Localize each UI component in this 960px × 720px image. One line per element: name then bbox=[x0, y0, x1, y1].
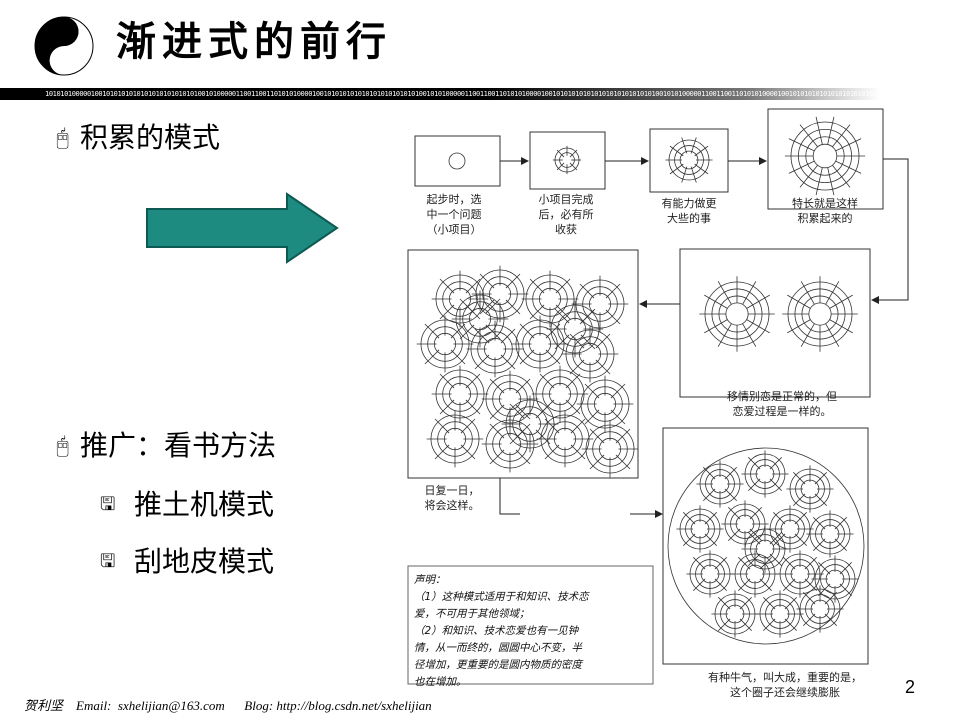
binary-strip-text: 1010101000001001010101010101010101010101… bbox=[45, 88, 907, 100]
bullet-generalize: 🖰推广：看书方法 bbox=[56, 432, 276, 460]
logo-digit-bottom: 1 bbox=[58, 55, 65, 68]
bullet-text: 推广：看书方法 bbox=[80, 430, 276, 461]
caption-expertise: 特长就是这样 积累起来的 bbox=[770, 196, 880, 226]
page-number: 2 bbox=[905, 677, 915, 698]
right-arrow-icon bbox=[145, 192, 340, 268]
mouse-icon: 🖰 bbox=[56, 127, 80, 149]
caption-start: 起步时，选 中一个问题 （小项目） bbox=[414, 192, 494, 237]
binary-strip: 1010101000001001010101010101010101010101… bbox=[0, 88, 960, 100]
declaration-note: 声明： （1）这种模式适用于和知识、技术恋 爱，不可用于其他领域； （2）和知识… bbox=[414, 572, 654, 691]
sub-bullet-text: 刮地皮模式 bbox=[134, 546, 274, 577]
yin-yang-logo: 0 1 bbox=[33, 15, 95, 77]
bullet-text: 积累的模式 bbox=[80, 122, 220, 153]
sub-bullet-bulldozer: 🖫推土机模式 bbox=[100, 491, 274, 519]
slide-title: 渐进式的前行 bbox=[116, 22, 392, 62]
sub-bullet-scraping: 🖫刮地皮模式 bbox=[100, 548, 274, 576]
save-disk-icon: 🖫 bbox=[100, 552, 134, 570]
sub-bullet-text: 推土机模式 bbox=[134, 489, 274, 520]
mouse-icon: 🖰 bbox=[56, 435, 80, 457]
caption-switching: 移情别恋是正常的，但 恋爱过程是一样的。 bbox=[692, 389, 872, 419]
logo-digit-top: 0 bbox=[60, 27, 67, 40]
caption-greatness: 有种牛气，叫大成，重要的是， 这个圈子还会继续膨胀 bbox=[690, 670, 880, 700]
caption-small-project: 小项目完成 后，必有所 收获 bbox=[526, 192, 606, 237]
bullet-accumulation: 🖰积累的模式 bbox=[56, 124, 220, 152]
save-disk-icon: 🖫 bbox=[100, 495, 134, 513]
footer-contact: 贺利坚 Email: sxhelijian@163.com Blog: http… bbox=[24, 695, 432, 714]
caption-bigger: 有能力做更 大些的事 bbox=[648, 196, 730, 226]
caption-daily: 日复一日， 将会这样。 bbox=[412, 483, 492, 513]
